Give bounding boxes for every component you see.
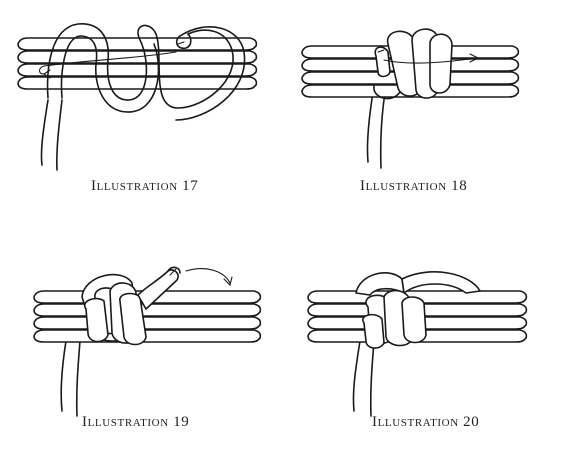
- caption-illustration-17: Illustration 17: [91, 178, 199, 194]
- knot-drawing-20: [307, 271, 528, 417]
- caption-illustration-20: Illustration 20: [372, 414, 480, 430]
- knot-drawing-17: [17, 23, 258, 171]
- knot-drawing-19: [33, 266, 262, 417]
- knot-drawing-18: [301, 28, 520, 169]
- figure-17: Illustration 17: [0, 0, 280, 230]
- figure-19: Illustration 19: [0, 231, 280, 462]
- figure-18: Illustration 18: [280, 0, 561, 230]
- caption-illustration-19: Illustration 19: [82, 414, 190, 430]
- figure-20: Illustration 20: [280, 231, 561, 462]
- caption-illustration-18: Illustration 18: [360, 178, 468, 194]
